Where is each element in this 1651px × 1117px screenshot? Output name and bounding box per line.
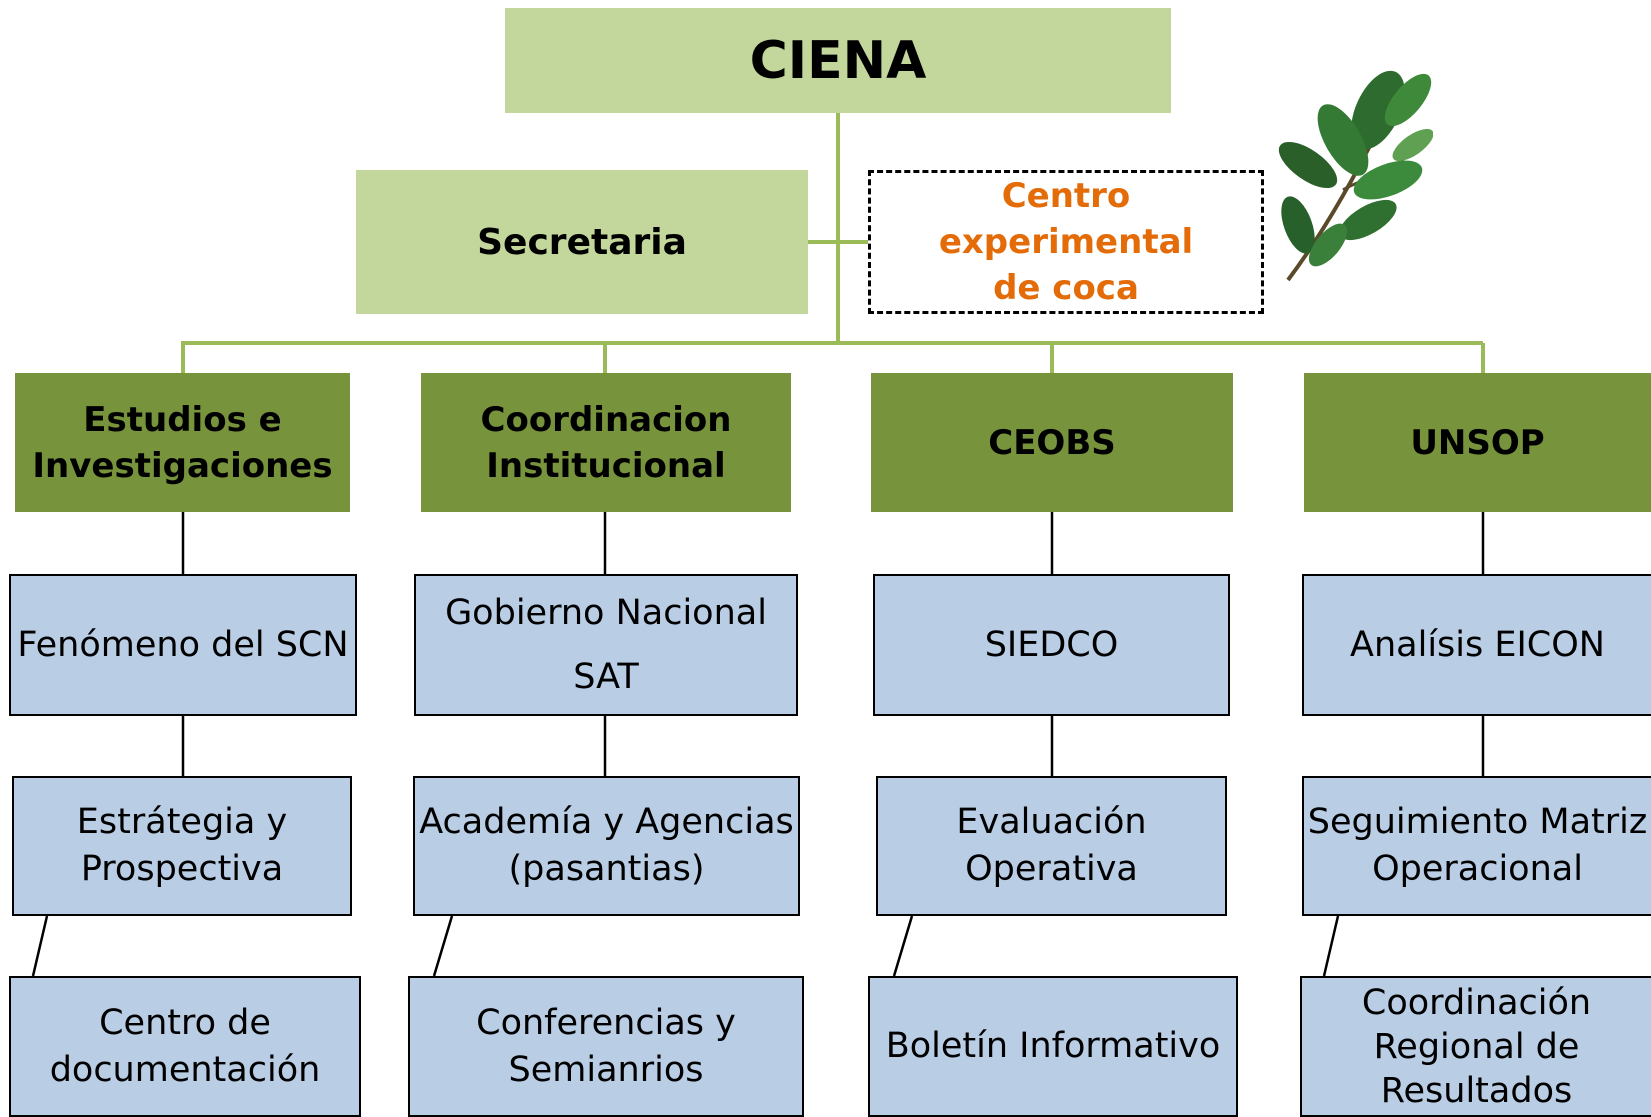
unit-coordinacion-regional: Coordinación Regional de Resultados — [1300, 976, 1651, 1117]
unit-label: Semianrios — [508, 1049, 704, 1090]
dept-label: Institucional — [486, 445, 726, 486]
unit-conferencias-seminarios: Conferencias y Semianrios — [408, 976, 804, 1117]
unit-label: Boletín Informativo — [885, 1026, 1221, 1066]
unit-boletin-informativo: Boletín Informativo — [868, 976, 1238, 1117]
experimental-center-line1: Centro experimental — [938, 176, 1194, 262]
unit-label: Evaluación — [956, 802, 1147, 842]
unit-label: Prospectiva — [80, 849, 284, 889]
unit-label: Conferencias y — [476, 1002, 736, 1043]
unit-label: Estrátegia y — [76, 802, 288, 842]
unit-label: SIEDCO — [984, 624, 1119, 665]
unit-seguimiento-matriz: Seguimiento Matriz Operacional — [1302, 776, 1651, 916]
dept-coordinacion: Coordinacion Institucional — [421, 373, 791, 512]
unit-label: Seguimiento Matriz — [1307, 802, 1648, 842]
dept-label: Investigaciones — [32, 445, 333, 486]
dept-ceobs: CEOBS — [871, 373, 1233, 512]
unit-label: Regional de — [1373, 1026, 1580, 1067]
unit-academia-agencias: Academía y Agencias (pasantias) — [413, 776, 800, 916]
unit-evaluacion-operativa: Evaluación Operativa — [876, 776, 1227, 916]
unit-label: SAT — [573, 657, 639, 697]
unit-label: Coordinación — [1361, 982, 1592, 1023]
unit-label: Gobierno Nacional — [445, 593, 767, 633]
unit-siedco: SIEDCO — [873, 574, 1230, 716]
unit-label: Operativa — [965, 849, 1138, 889]
unit-analisis-eicon: Analísis EICON — [1302, 574, 1651, 716]
dept-label: CEOBS — [988, 422, 1116, 463]
unit-label: documentación — [49, 1049, 321, 1090]
experimental-center-line2: de coca — [993, 268, 1139, 308]
unit-label: Resultados — [1380, 1070, 1573, 1111]
experimental-center-box: Centro experimental de coca — [868, 170, 1264, 314]
unit-label: (pasantias) — [508, 849, 705, 889]
unit-fenomeno-scn: Fenómeno del SCN — [9, 574, 357, 716]
unit-estrategia-prospectiva: Estrátegia y Prospectiva — [12, 776, 352, 916]
ciena-title: CIENA — [749, 30, 927, 91]
dept-label: Estudios e — [83, 399, 282, 440]
ciena-box: CIENA — [505, 8, 1171, 113]
unit-centro-documentacion: Centro de documentación — [9, 976, 361, 1117]
dept-label: UNSOP — [1410, 422, 1545, 463]
unit-label: Operacional — [1372, 849, 1583, 889]
secretaria-label: Secretaria — [477, 221, 687, 263]
dept-estudios: Estudios e Investigaciones — [15, 373, 350, 512]
secretaria-box: Secretaria — [356, 170, 808, 314]
dept-unsop: UNSOP — [1304, 373, 1651, 512]
coca-leaf-icon — [1278, 70, 1433, 282]
unit-gobierno-nacional: Gobierno Nacional SAT — [414, 574, 798, 716]
unit-label: Fenómeno del SCN — [17, 624, 349, 665]
unit-label: Academía y Agencias — [419, 802, 794, 842]
unit-label: Centro de — [99, 1002, 271, 1043]
unit-label: Analísis EICON — [1350, 624, 1605, 665]
dept-label: Coordinacion — [480, 399, 732, 440]
